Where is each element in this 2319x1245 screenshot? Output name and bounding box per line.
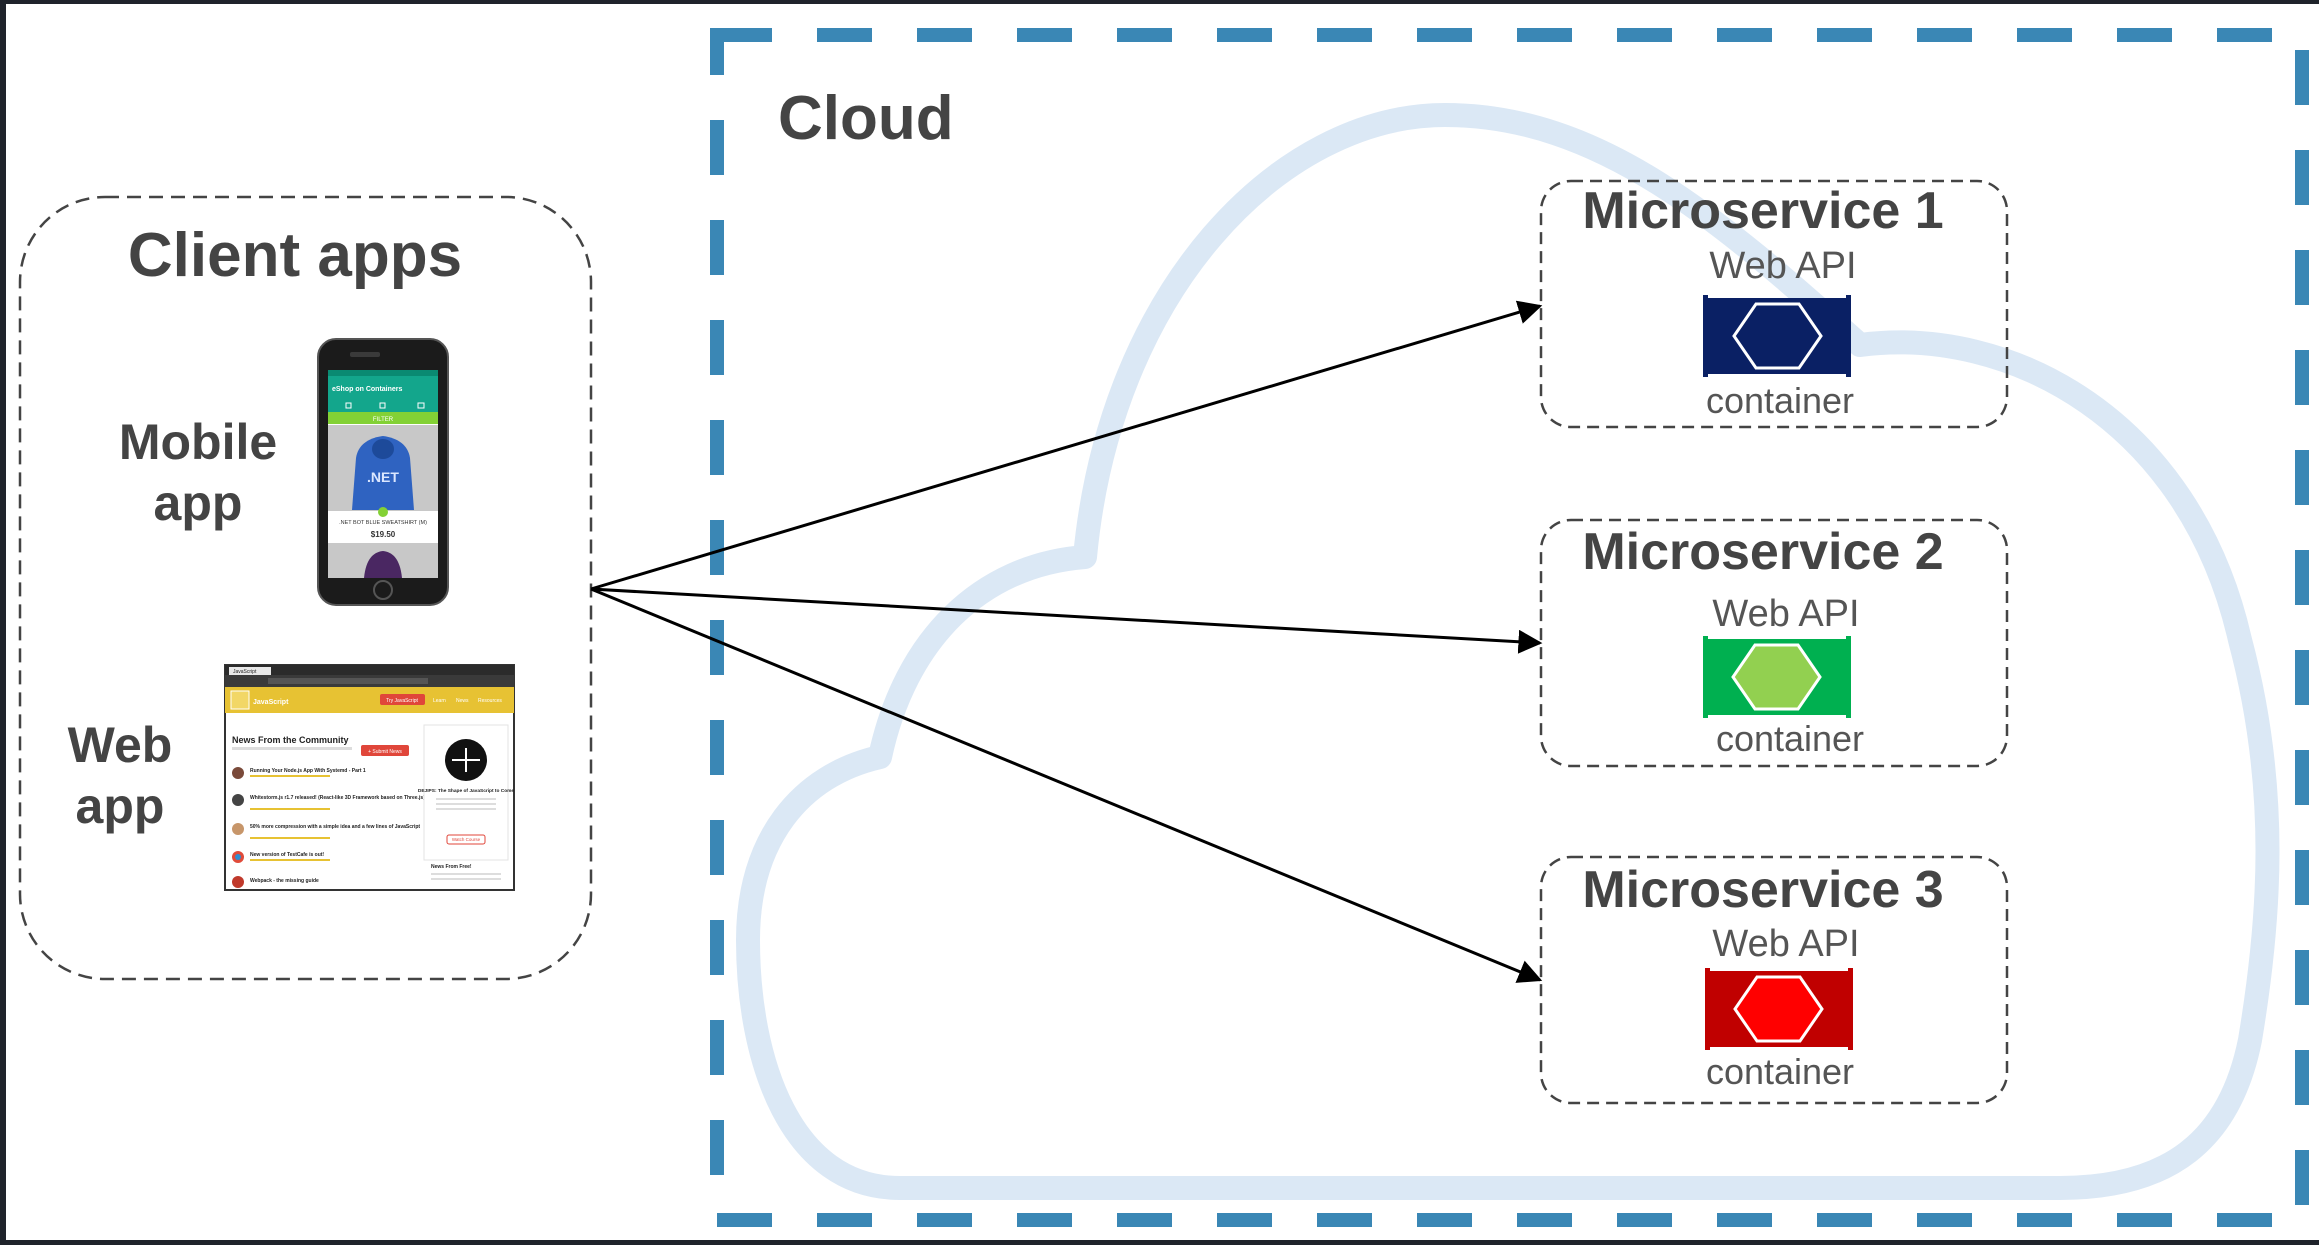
phone-home-button xyxy=(373,580,393,600)
microservice-3: Microservice 3 Web API container xyxy=(1539,855,2009,1105)
microservice-1: Microservice 1 Web API container xyxy=(1539,179,2009,429)
hexagon-icon xyxy=(1731,643,1822,711)
hexagon-icon xyxy=(1732,302,1823,370)
cloud-shape xyxy=(736,103,2280,1200)
container-icon xyxy=(1703,636,1851,718)
phone-product-name: .NET BOT BLUE SWEATSHIRT (M) xyxy=(339,520,427,526)
web-app-label-line1: Web xyxy=(68,717,173,773)
sidebar-course-title: DEJIPS: The Shape of JavaScript to Come xyxy=(418,788,515,794)
news-item-3[interactable]: 50% more compression with a simple idea … xyxy=(250,824,420,830)
hexagon-icon xyxy=(1733,975,1824,1043)
web-api-label: Web API xyxy=(1712,593,1859,635)
arrow-to-microservice-1 xyxy=(590,300,1543,591)
try-javascript-button[interactable] xyxy=(380,694,425,705)
mobile-app-label-line2: app xyxy=(154,475,243,531)
web-api-label: Web API xyxy=(1709,245,1856,287)
mobile-app-label-line1: Mobile xyxy=(119,414,277,470)
news-title: News From the Community xyxy=(232,735,349,745)
phone-app-header xyxy=(328,376,438,398)
microservice-title: Microservice 2 xyxy=(1582,523,1943,581)
microservice-title: Microservice 1 xyxy=(1582,182,1943,240)
news-item-5[interactable]: Webpack - the missing guide xyxy=(250,878,319,884)
container-label: container xyxy=(1716,718,1864,759)
arrow-to-microservice-2 xyxy=(590,587,1543,654)
phone-grid-icon xyxy=(345,402,352,409)
hoodie-net-badge: .NET xyxy=(367,469,399,485)
web-app-label-line2: app xyxy=(76,778,165,834)
container-icon xyxy=(1703,295,1851,377)
submit-news-button[interactable] xyxy=(361,745,409,756)
submit-news-text: + Submit News xyxy=(368,749,402,755)
mobile-phone-image: eShop on Containers FILTER .NET .NET BOT… xyxy=(317,338,449,606)
container-label: container xyxy=(1706,380,1854,421)
web-browser-image: JavaScript JavaScript Try JavaScript Lea… xyxy=(224,664,515,891)
site-header xyxy=(225,687,514,713)
cloud-title: Cloud xyxy=(778,84,954,153)
phone-filter-text: FILTER xyxy=(373,417,394,423)
phone-cart-icon xyxy=(417,402,425,409)
microservice-2: Microservice 2 Web API container xyxy=(1539,518,2009,768)
watch-course-button[interactable] xyxy=(446,834,486,845)
web-api-label: Web API xyxy=(1712,923,1859,965)
phone-product-price: $19.50 xyxy=(371,530,396,539)
sidebar-news-section: News From Free! xyxy=(431,864,472,870)
client-apps-title: Client apps xyxy=(128,221,462,290)
news-list: Running Your Node.js App With Systemd - … xyxy=(232,767,425,888)
news-item-2[interactable]: Whitestorm.js r1.7 released! (React-like… xyxy=(250,795,425,801)
watch-course-text: Watch Course xyxy=(452,837,481,842)
news-item-4[interactable]: New version of TestCafe is out! xyxy=(250,852,324,858)
site-nav-item-1[interactable]: Learn xyxy=(433,698,446,704)
hoodie-image xyxy=(352,436,414,510)
cloud-boundary xyxy=(710,28,2309,1227)
phone-header-text: eShop on Containers xyxy=(332,386,403,393)
purple-hoodie-image xyxy=(364,551,402,578)
add-to-cart-icon[interactable] xyxy=(378,507,388,517)
site-name: JavaScript xyxy=(253,699,289,706)
news-item-1[interactable]: Running Your Node.js App With Systemd - … xyxy=(250,768,366,774)
browser-tab-bar xyxy=(225,665,514,675)
arrow-to-microservice-3 xyxy=(590,587,1543,983)
phone-user-icon xyxy=(379,402,386,409)
site-logo xyxy=(230,690,250,710)
site-nav-item-3[interactable]: Resources xyxy=(478,698,502,704)
try-javascript-text: Try JavaScript xyxy=(386,698,418,704)
phone-filter-bar[interactable] xyxy=(328,412,438,424)
container-label: container xyxy=(1706,1051,1854,1092)
container-icon xyxy=(1705,968,1853,1050)
microservice-title: Microservice 3 xyxy=(1582,861,1943,919)
site-nav-item-2[interactable]: News xyxy=(456,698,469,704)
browser-tab-title: JavaScript xyxy=(233,669,257,675)
